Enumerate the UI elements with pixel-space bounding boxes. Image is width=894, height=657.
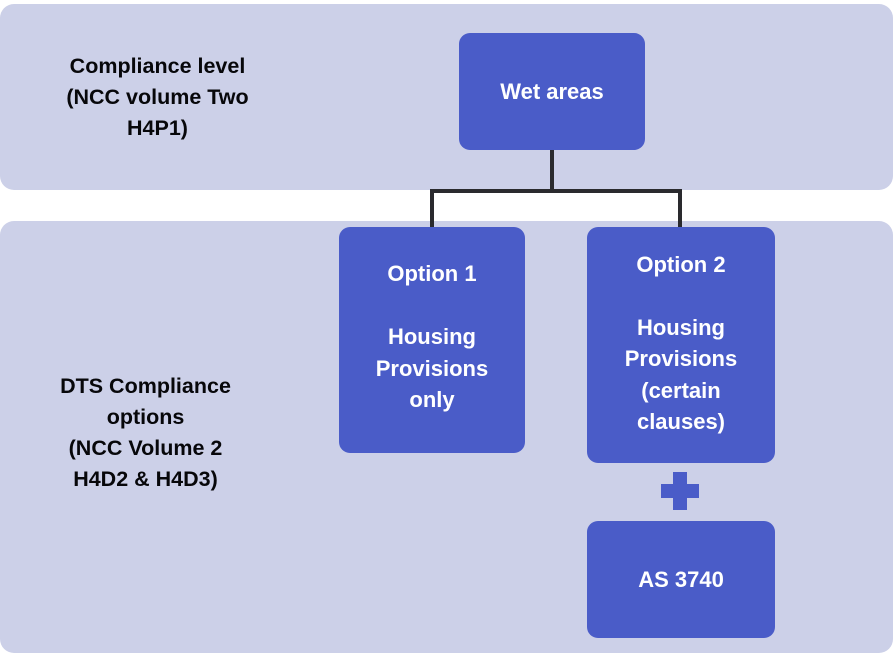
band-label-dts-options: DTS Compliance options (NCC Volume 2 H4D… (60, 374, 231, 491)
band-compliance-level (0, 4, 893, 190)
connector-drop-option-1 (430, 189, 434, 229)
connector-drop-option-2 (678, 189, 682, 229)
node-wet-areas: Wet areas (459, 33, 645, 150)
plus-icon (661, 472, 699, 510)
node-option-1: Option 1 Housing Provisions only (339, 227, 525, 453)
node-as-3740: AS 3740 (587, 521, 775, 638)
connector-horizontal-rail (430, 189, 682, 193)
plus-icon-vertical-bar (673, 472, 687, 510)
connector-wet-areas-stem (550, 150, 554, 193)
band-label-compliance-level: Compliance level (NCC volume Two H4P1) (66, 54, 249, 140)
node-option-2: Option 2 Housing Provisions (certain cla… (587, 227, 775, 463)
